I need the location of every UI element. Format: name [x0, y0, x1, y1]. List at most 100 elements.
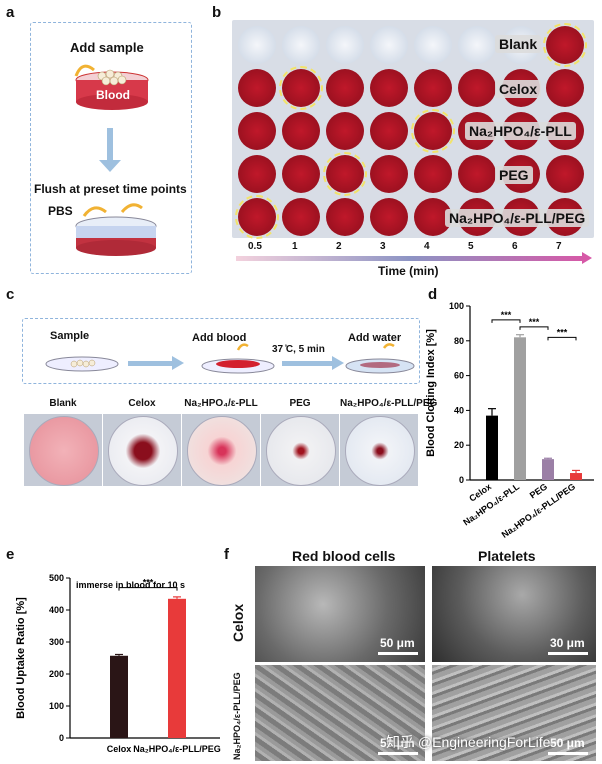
panel-b-label: b: [212, 4, 222, 21]
pbs-dish-icon: [75, 203, 157, 256]
blood-text: Blood: [96, 88, 130, 102]
process-flow-icons: [45, 343, 415, 374]
well: [235, 195, 279, 239]
time-gradient-bar: [236, 256, 584, 261]
col-header-platelets: Platelets: [478, 548, 536, 564]
well: [282, 198, 320, 236]
dish-label: Celox: [128, 398, 156, 409]
sem-pll-peg-rbc: [255, 665, 425, 761]
row-label-na2hpo4-pll-peg: Na₂HPO₄/ε-PLL/PEG: [445, 209, 590, 227]
significance-bracket: [491, 319, 521, 323]
well: [238, 69, 276, 107]
dish-label: Na₂HPO₄/ε-PLL/PEG: [340, 398, 438, 409]
time-arrow-head: [582, 252, 592, 264]
time-tick: 3: [380, 241, 386, 252]
well: [282, 155, 320, 193]
row-header-na2hpo4-pll-peg: Na₂HPO₄/ε-PLL/PEG: [232, 672, 242, 760]
time-tick: 1: [292, 241, 298, 252]
down-arrow-head: [99, 160, 121, 172]
time-tick: 0.5: [248, 241, 262, 252]
y-tick-label: 0: [459, 475, 464, 485]
panel-d-label: d: [428, 286, 438, 303]
add-blood-label: Add blood: [192, 332, 247, 344]
significance-bracket: [118, 587, 178, 591]
well-plate-photo: [232, 20, 594, 239]
x-tick-label: Celox: [107, 744, 132, 754]
y-tick-label: 80: [454, 336, 464, 346]
well: [543, 23, 587, 67]
dish-photo: [24, 414, 102, 486]
significance-bracket: [519, 326, 549, 330]
well: [370, 112, 408, 150]
down-arrow: [107, 128, 113, 162]
time-tick: 4: [424, 241, 430, 252]
time-tick: 7: [556, 241, 562, 252]
well: [370, 69, 408, 107]
dish-photo: [103, 414, 181, 486]
time-tick: 5: [468, 241, 474, 252]
well: [326, 198, 364, 236]
scale-label-2: 30 μm: [550, 636, 585, 650]
dish: [266, 416, 336, 486]
well: [238, 155, 276, 193]
scale-bar-3: [378, 752, 418, 755]
significance-label: ***: [501, 310, 512, 320]
bar: [514, 337, 526, 480]
panel-a-box: [30, 22, 192, 274]
sem-celox-rbc: [255, 566, 425, 662]
dish: [345, 416, 415, 486]
bar: [168, 598, 186, 738]
y-tick-label: 20: [454, 440, 464, 450]
dish: [29, 416, 99, 486]
well: [326, 112, 364, 150]
dish-label: Blank: [49, 398, 77, 409]
bar: [486, 415, 498, 480]
well: [370, 26, 408, 64]
dish-photo: [182, 414, 260, 486]
significance-label: ***: [529, 317, 540, 327]
well: [546, 69, 584, 107]
panel-a-label: a: [6, 4, 15, 21]
y-axis-label: Blood Clotting Index [%]: [425, 329, 437, 457]
panel-e-label: e: [6, 546, 15, 563]
well: [458, 155, 496, 193]
well: [411, 109, 455, 153]
significance-label: ***: [143, 578, 154, 588]
scale-label-1: 50 μm: [380, 636, 415, 650]
dish-photo: [340, 414, 418, 486]
add-water-label: Add water: [348, 332, 402, 344]
y-tick-label: 300: [49, 637, 64, 647]
sample-label: Sample: [50, 330, 90, 342]
scale-bar-4: [548, 752, 588, 755]
well: [238, 26, 276, 64]
col-header-rbc: Red blood cells: [292, 548, 396, 564]
add-sample-label: Add sample: [70, 40, 144, 55]
well: [414, 69, 452, 107]
well: [326, 69, 364, 107]
scale-bar-2: [548, 652, 588, 655]
well: [458, 26, 496, 64]
well: [546, 155, 584, 193]
y-tick-label: 0: [59, 733, 64, 743]
y-tick-label: 40: [454, 405, 464, 415]
sem-celox-platelets: [432, 566, 596, 662]
time-axis-label: Time (min): [378, 264, 439, 278]
inset-text: immerse in blood for 10 s: [76, 580, 185, 590]
well: [282, 26, 320, 64]
y-tick-label: 400: [49, 605, 64, 615]
row-label-blank: Blank: [495, 35, 542, 53]
row-label-na2hpo4-pll: Na₂HPO₄/ε-PLL: [465, 122, 576, 140]
well: [370, 198, 408, 236]
well: [326, 26, 364, 64]
well: [414, 155, 452, 193]
significance-label: ***: [557, 327, 568, 337]
row-label-celox: Celox: [495, 80, 542, 98]
bar: [570, 473, 582, 480]
condition-label: 37 ̊C, 5 min: [272, 344, 325, 355]
significance-bracket: [547, 336, 577, 341]
watermark: 知乎 @EngineeringForLife: [386, 734, 551, 750]
y-tick-label: 500: [49, 573, 64, 583]
scale-bar-1: [378, 652, 418, 655]
